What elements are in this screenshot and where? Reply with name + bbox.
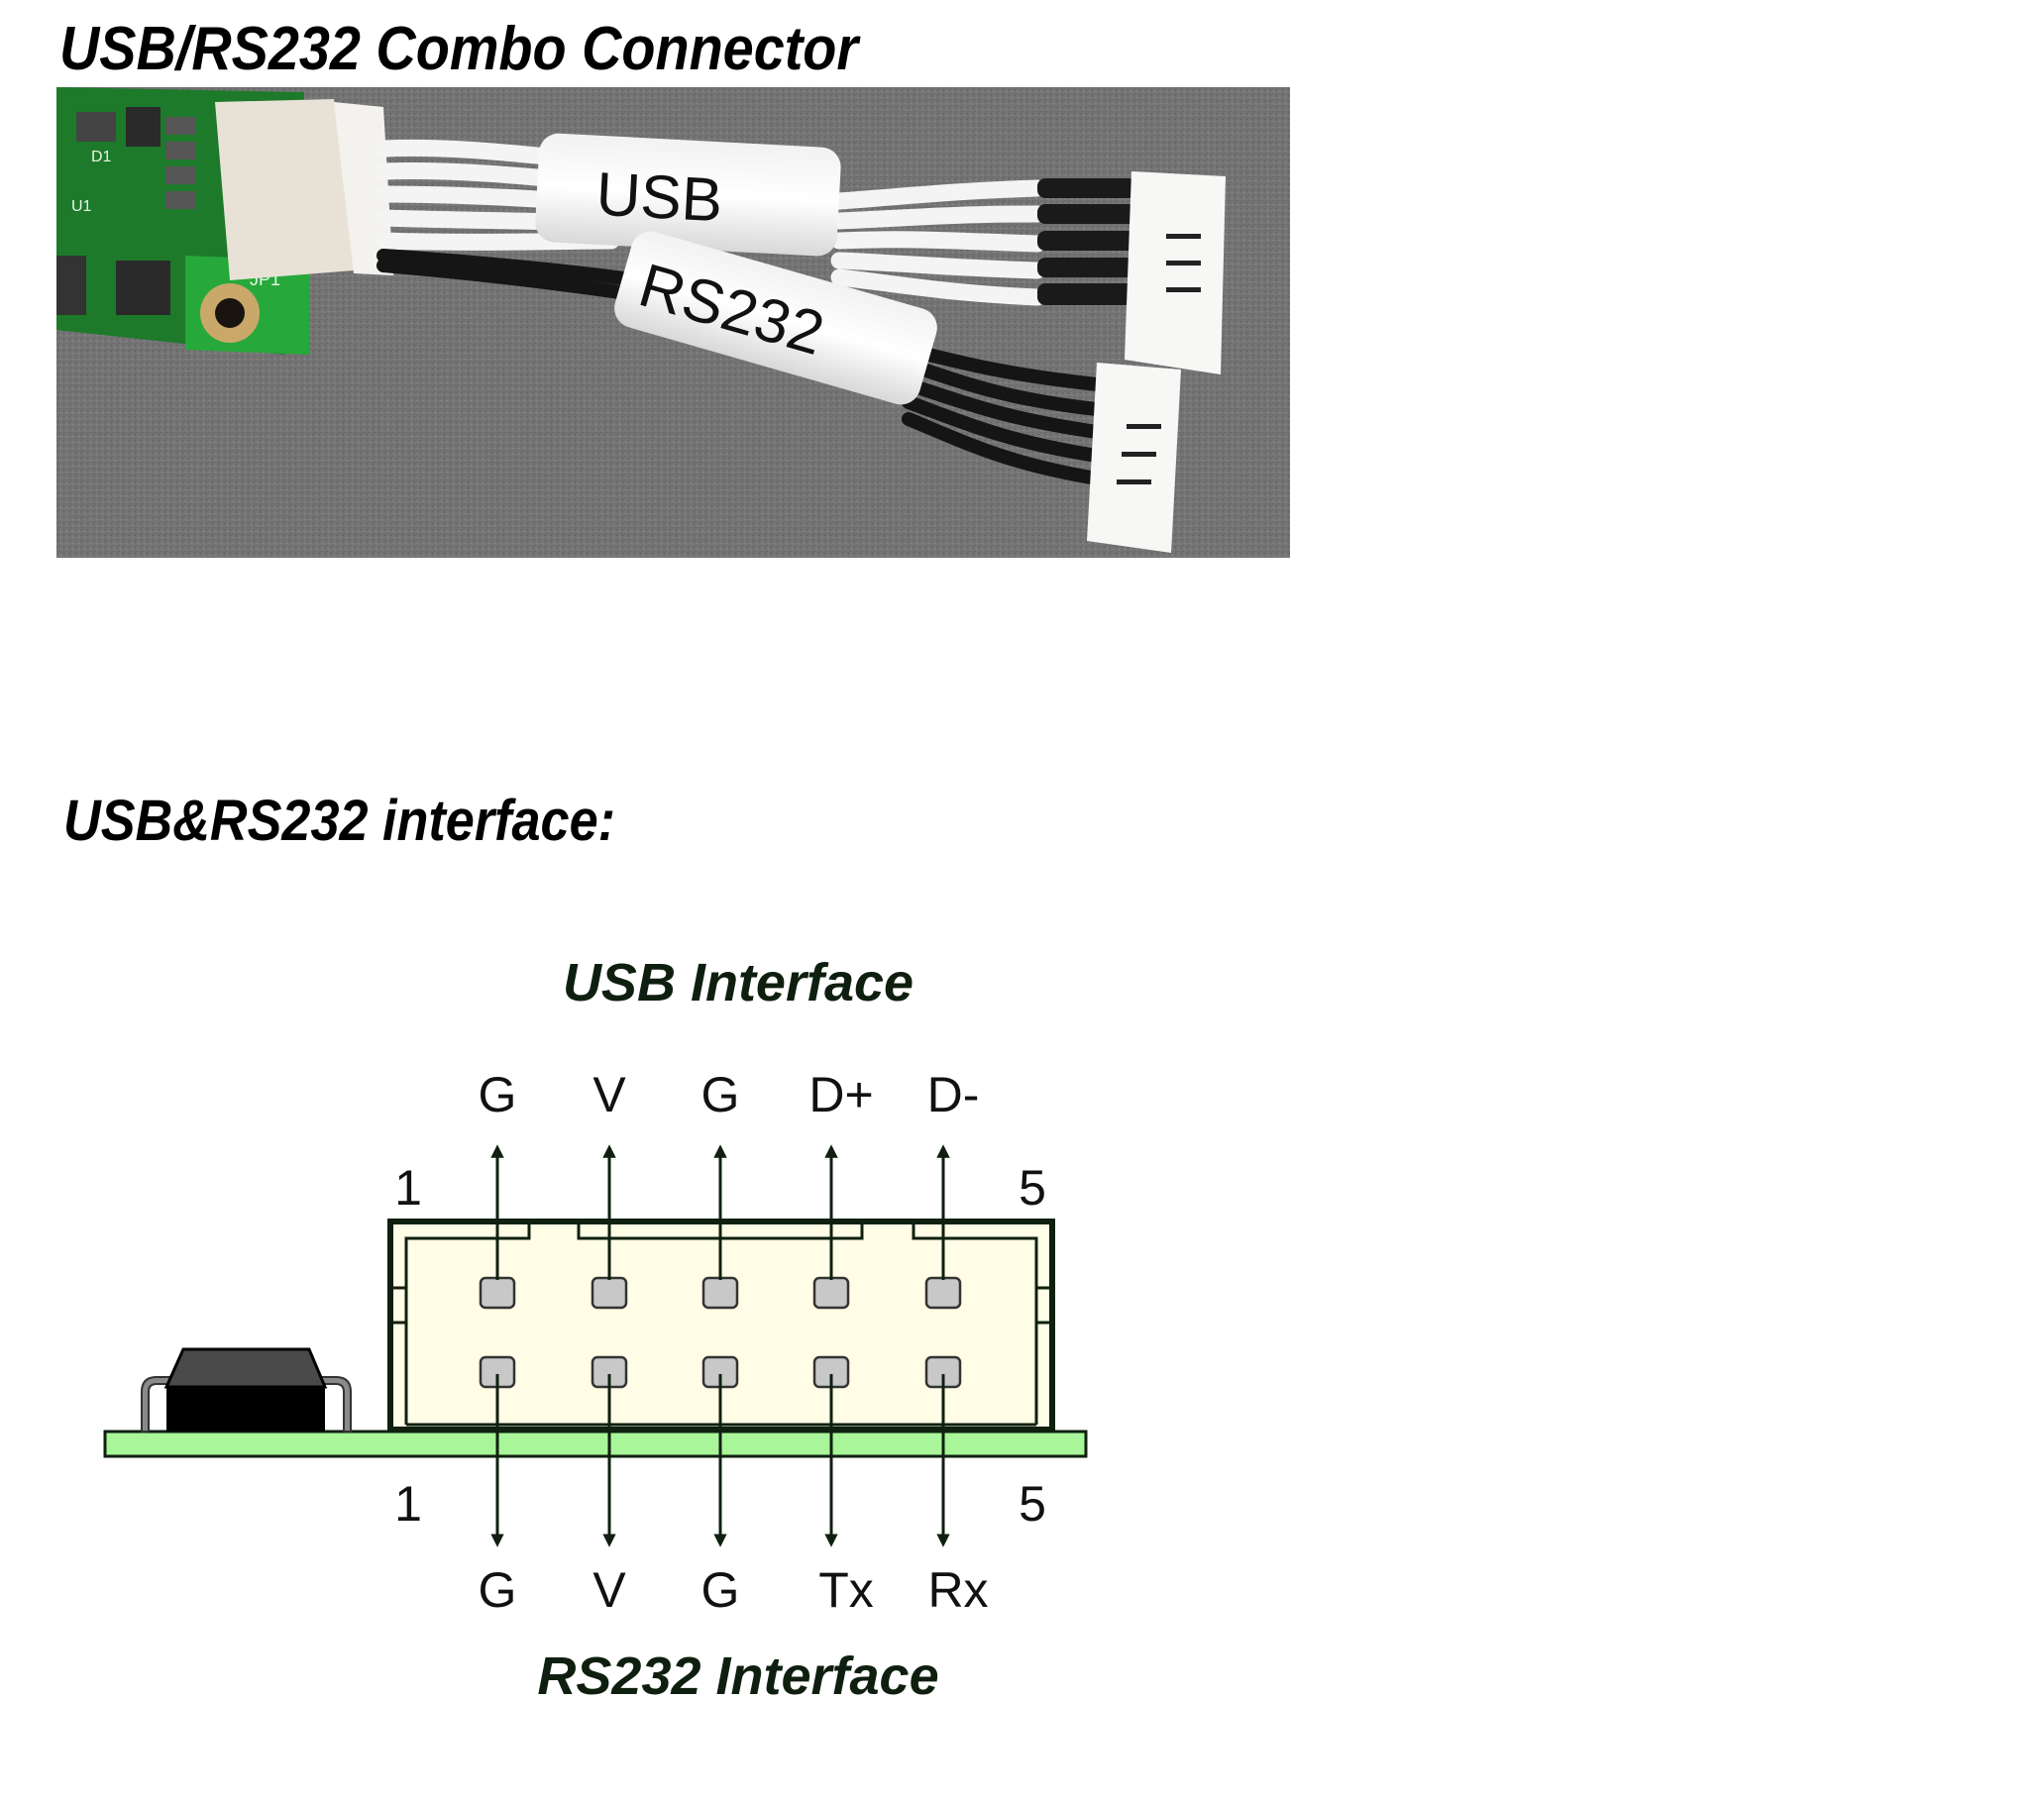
usb-pin-labels: G V G D+ D-: [479, 1067, 980, 1122]
usb-pin-number-first: 1: [394, 1160, 422, 1216]
connector-pins: [479, 1276, 962, 1389]
rs232-pin-number-first: 1: [394, 1476, 422, 1532]
usb-pin-2: [591, 1276, 628, 1310]
usb-interface-title: USB Interface: [563, 953, 914, 1012]
usb-pin-label-5: D-: [927, 1067, 980, 1122]
usb-sleeve: USB: [535, 133, 841, 257]
rs232-plug: [1087, 363, 1181, 553]
combo-cable-photo: JP1 U1 D1 USB: [56, 87, 1290, 558]
usb-pin-label-2: V: [592, 1067, 626, 1122]
usb-pin-5: [924, 1276, 962, 1310]
usb-pin-label-1: G: [479, 1067, 517, 1122]
usb-pin-number-last: 5: [1019, 1160, 1046, 1216]
rs232-pin-label-5: Rx: [927, 1562, 988, 1618]
section-heading: USB&RS232 interface:: [63, 789, 616, 853]
rs232-pin-number-last: 5: [1019, 1476, 1046, 1532]
usb-heatshrink: [1037, 178, 1136, 305]
smd-component: [141, 1347, 352, 1433]
rs232-pin-label-2: V: [592, 1562, 626, 1618]
usb-pin-label-3: G: [701, 1067, 740, 1122]
usb-pin-4: [812, 1276, 850, 1310]
pinout-diagram: USB Interface G V G D+ D- 1 5 1 5 G V G Tx Rx RS…: [103, 953, 1088, 1706]
usb-plug: [1125, 171, 1226, 374]
rs232-pin-label-4: Tx: [818, 1562, 874, 1618]
board-header-connector: [215, 99, 393, 280]
rs232-interface-title: RS232 Interface: [537, 1647, 938, 1706]
usb-sleeve-label: USB: [594, 160, 724, 236]
usb-pin-1: [479, 1276, 516, 1310]
pcb-strip: [103, 1430, 1088, 1458]
rs232-pin-labels: G V G Tx Rx: [479, 1562, 989, 1618]
pin-arrows: [490, 1144, 950, 1547]
rs232-pin-label-1: G: [479, 1562, 517, 1618]
pcb-label-d1: D1: [91, 149, 112, 165]
page-title: USB/RS232 Combo Connector: [59, 15, 859, 83]
usb-pin-3: [701, 1276, 739, 1310]
usb-pin-label-4: D+: [808, 1067, 873, 1122]
pcb-label-u1: U1: [71, 198, 92, 215]
rs232-pin-label-3: G: [701, 1562, 740, 1618]
